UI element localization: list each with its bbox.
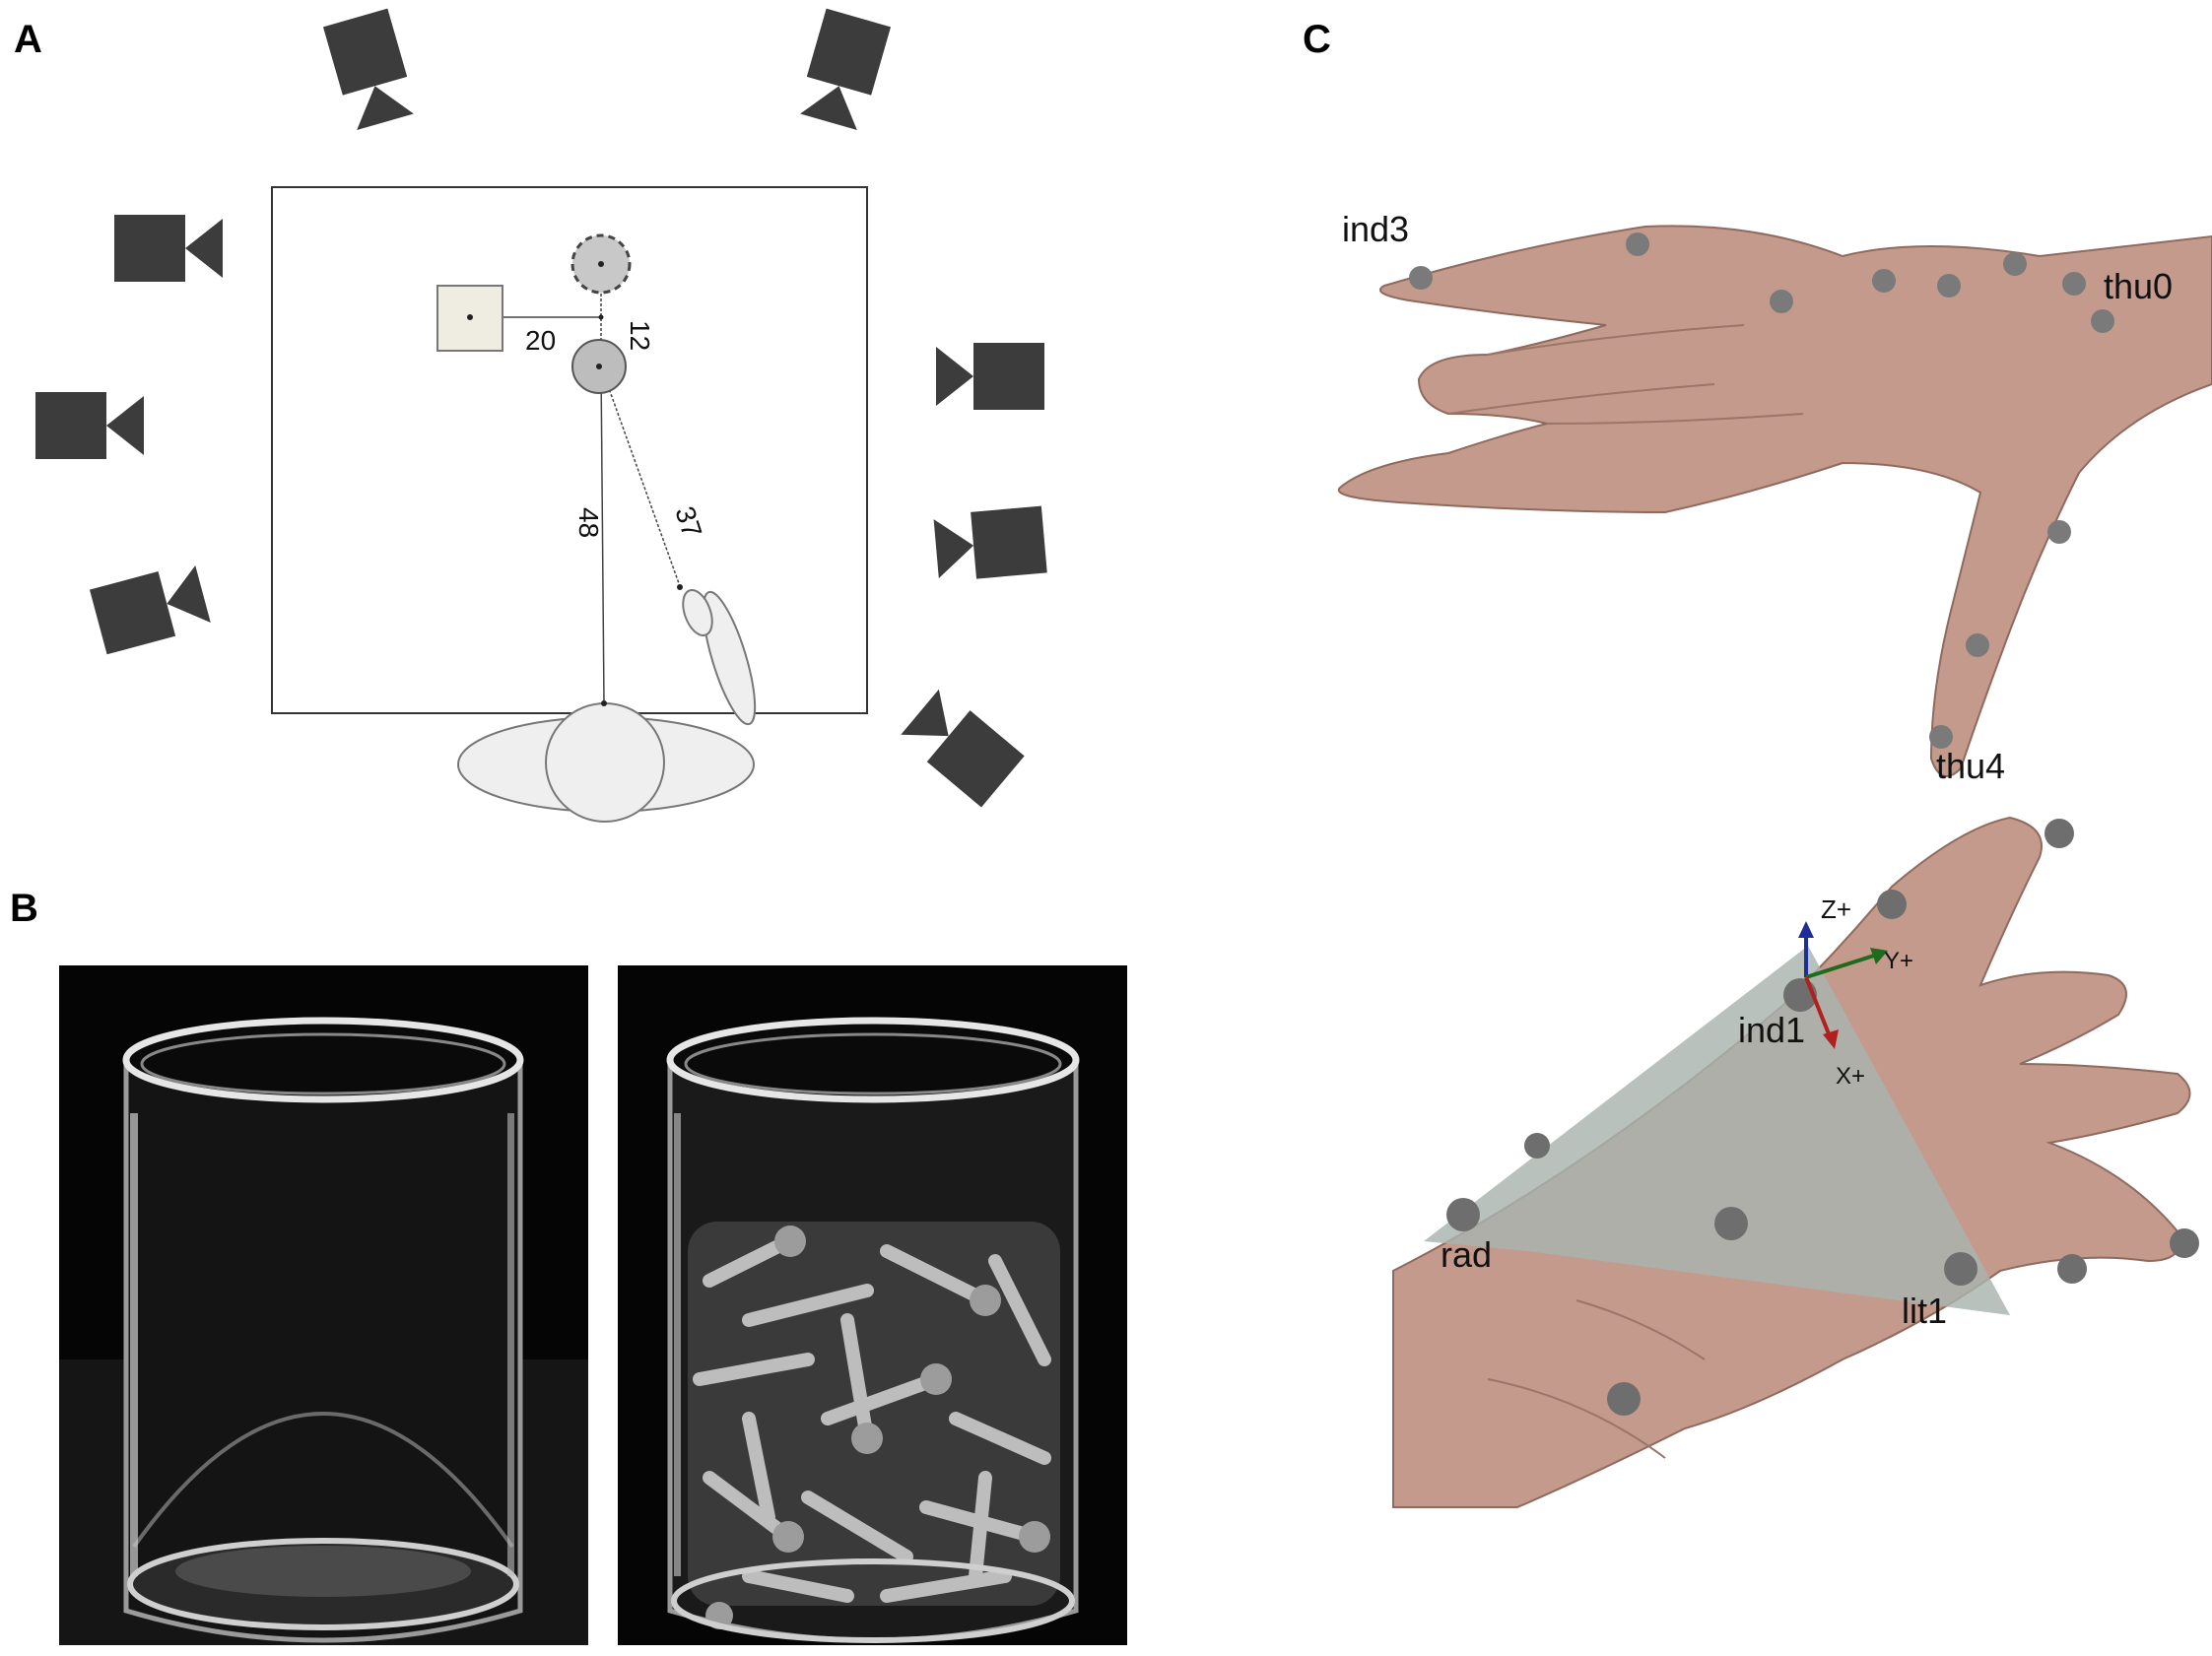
video-camera-icon <box>936 343 1044 410</box>
marker-label-thu0: thu0 <box>2104 266 2173 306</box>
panel-letter-a: A <box>14 18 42 61</box>
screw-filled-cylinder-icon <box>618 965 1127 1645</box>
hand-reference-plane <box>1424 946 2010 1315</box>
panel-letter-c: C <box>1303 18 1331 61</box>
empty-cylinder-icon <box>59 965 588 1645</box>
video-camera-icon <box>89 562 212 655</box>
marker-label-ind1: ind1 <box>1738 1010 1805 1050</box>
panel-c-hand-model: C ind3 thu0 thu4 <box>1291 0 2212 1651</box>
distance-label-37: 37 <box>669 502 707 541</box>
cylinder-photos-svg <box>59 965 1127 1645</box>
coordinate-axes <box>1798 921 1888 1049</box>
video-camera-icon <box>796 8 892 132</box>
panel-a-setup-diagram: A 12 20 <box>0 0 1133 847</box>
distance-label-12: 12 <box>625 320 655 351</box>
subject-arm <box>677 584 757 726</box>
hand-model-svg: ind3 thu0 thu4 <box>1337 209 2212 1508</box>
workspace-table <box>271 186 868 714</box>
subject-head <box>545 702 665 823</box>
marker-label-rad: rad <box>1441 1234 1492 1275</box>
hand-markers-dorsal <box>1446 819 2199 1416</box>
video-camera-icon <box>933 505 1047 582</box>
axis-label-x: X+ <box>1836 1063 1865 1090</box>
video-camera-icon <box>114 215 223 282</box>
video-camera-icon <box>322 8 418 132</box>
panel-b-cylinder-photos: B <box>0 867 1133 1651</box>
marker-label-ind3: ind3 <box>1342 209 1409 249</box>
marker-label-thu4: thu4 <box>1936 746 2005 786</box>
distance-label-20: 20 <box>525 325 556 356</box>
axis-label-y: Y+ <box>1884 948 1913 974</box>
distance-label-48: 48 <box>573 507 604 538</box>
panel-letter-b: B <box>10 887 38 930</box>
video-camera-icon <box>35 392 144 459</box>
setup-diagram-svg: 12 20 48 37 <box>35 8 1047 823</box>
hand-side-view <box>1337 225 2212 777</box>
video-camera-icon <box>898 686 1025 808</box>
marker-label-lit1: lit1 <box>1902 1291 1947 1331</box>
axis-label-z: Z+ <box>1821 894 1851 924</box>
